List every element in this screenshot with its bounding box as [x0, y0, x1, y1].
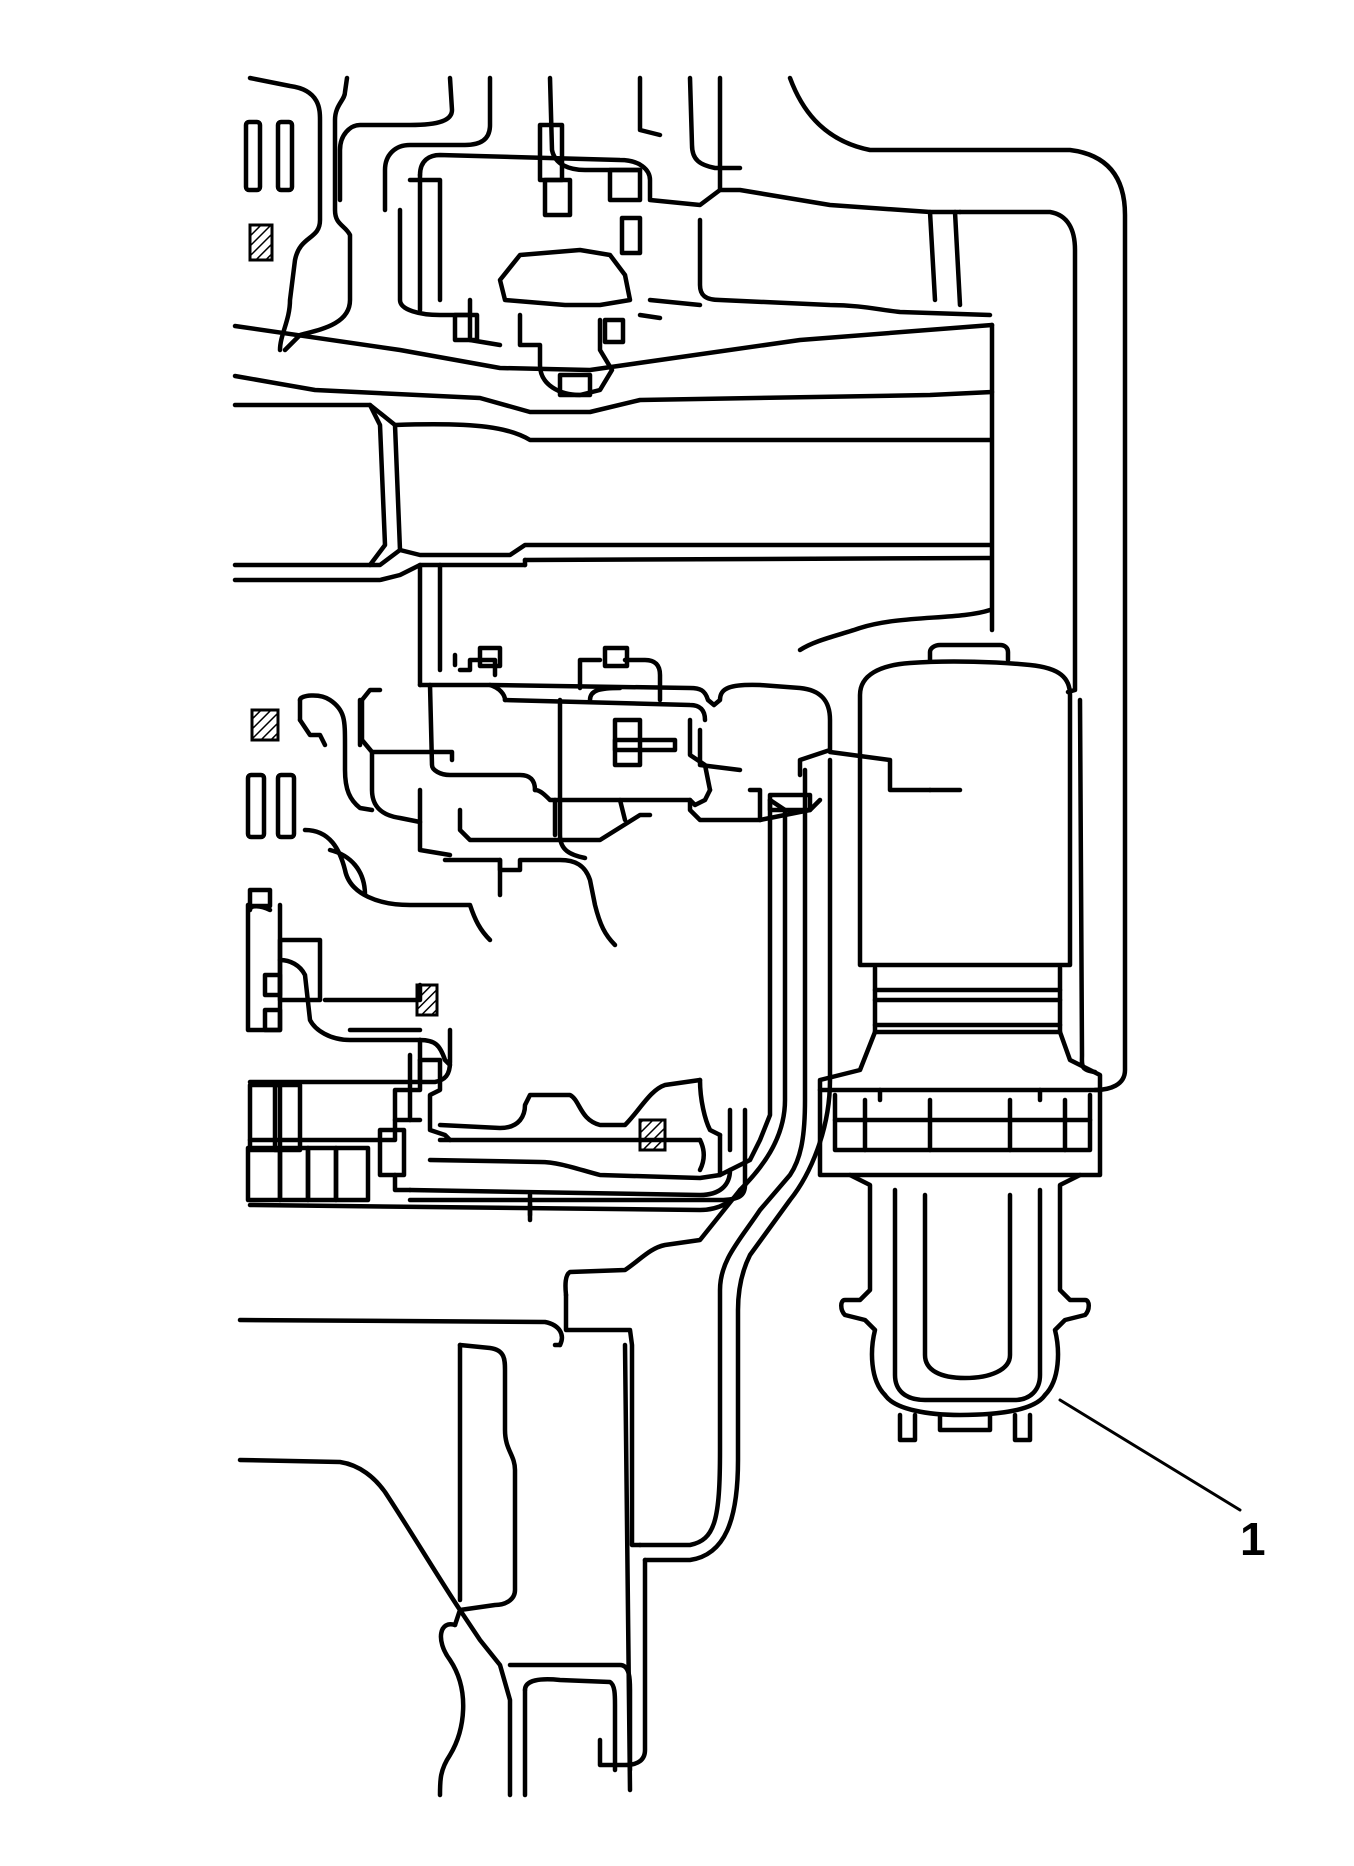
- lower-housing: [237, 757, 833, 1798]
- main-shaft: [232, 322, 995, 688]
- lower-gear-assembly: [245, 645, 963, 1218]
- callout-1: 1: [1058, 1398, 1266, 1565]
- callout-label: 1: [1240, 1513, 1266, 1565]
- sensor-component: [817, 642, 1103, 1443]
- callout-leader-line: [1058, 1398, 1242, 1512]
- upper-gear-assembly: [243, 75, 993, 398]
